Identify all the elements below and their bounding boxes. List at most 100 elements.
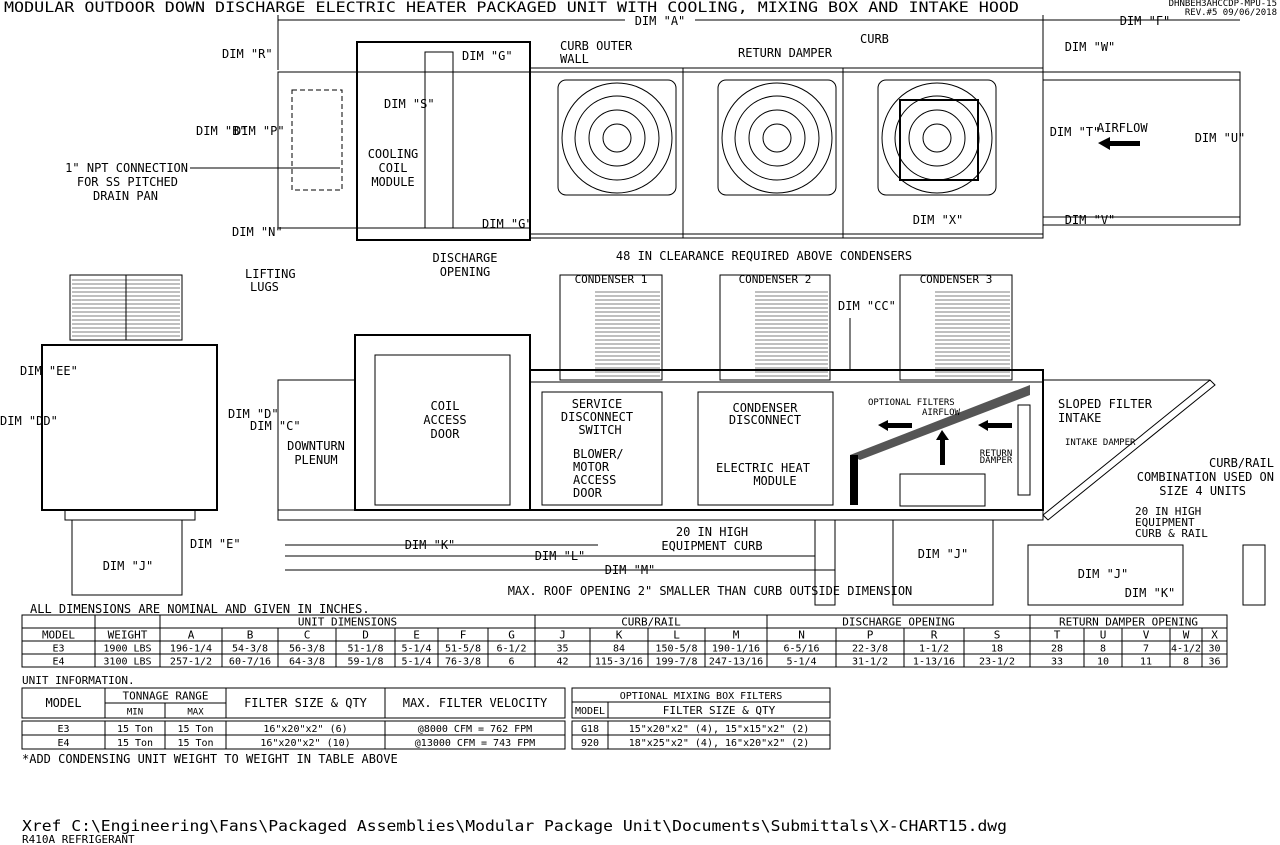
table-column-header: MODEL (45, 696, 81, 710)
table-cell: 199-7/8 (655, 657, 697, 668)
table-column-header: MAX. FILTER VELOCITY (403, 696, 548, 710)
table-cell: 51-5/8 (445, 644, 481, 655)
intake-damper-label: INTAKE DAMPER (1065, 438, 1136, 448)
table-column-header: K (616, 629, 623, 642)
table-cell: 190-1/16 (712, 644, 760, 655)
dim-w-label: DIM "W" (1065, 40, 1116, 54)
unit-info-label: UNIT INFORMATION. (22, 674, 135, 687)
refrigerant-note: R410A REFRIGERANT (22, 833, 135, 845)
table-cell: 1900 LBS (103, 644, 151, 655)
table-title: OPTIONAL MIXING BOX FILTERS (620, 691, 783, 702)
table-group-header: DISCHARGE OPENING (842, 616, 955, 629)
dim-f-label: DIM "F" (1120, 14, 1171, 28)
table-cell: 36 (1208, 657, 1220, 668)
table-group-header: CURB/RAIL (621, 616, 681, 629)
table-column-header: FILTER SIZE & QTY (244, 696, 368, 710)
dim-t-label: DIM "T" (1050, 125, 1101, 139)
table-cell-border (607, 701, 831, 719)
condenser-3-label: CONDENSER 3 (920, 273, 993, 286)
dim-ee-label: DIM "EE" (20, 364, 78, 378)
table-cell: 22-3/8 (852, 644, 888, 655)
table-cell: 30 (1208, 644, 1220, 655)
table-cell: 196-1/4 (170, 644, 212, 655)
dimensions-note: ALL DIMENSIONS ARE NOMINAL AND GIVEN IN … (30, 602, 370, 616)
table-cell: 28 (1051, 644, 1063, 655)
table-cell-border (607, 734, 831, 750)
table-cell: 15 Ton (117, 724, 153, 735)
table-cell-border (94, 614, 161, 629)
dim-j-label: DIM "J" (918, 547, 969, 561)
table-column-header: P (867, 629, 874, 642)
dim-a-label: DIM "A" (635, 14, 686, 28)
table-cell: 10 (1097, 657, 1109, 668)
dim-cc-label: DIM "CC" (838, 299, 896, 313)
table-cell: 247-13/16 (709, 657, 763, 668)
dim-k-label: DIM "K" (405, 538, 456, 552)
table-cell: 31-1/2 (852, 657, 888, 668)
dim-l-label: DIM "L" (535, 549, 586, 563)
table-cell: 59-1/8 (347, 657, 383, 668)
table-column-header: MIN (127, 708, 143, 718)
condenser-2-label: CONDENSER 2 (739, 273, 812, 286)
table-cell: 1-13/16 (913, 657, 955, 668)
table-column-header: U (1100, 629, 1107, 642)
dim-n-label: DIM "N" (232, 225, 283, 239)
table-cell: 8 (1183, 657, 1189, 668)
table-column-header: F (460, 629, 467, 642)
table-cell: 11 (1140, 657, 1152, 668)
table-column-header: WEIGHT (108, 629, 148, 642)
table-cell: E4 (52, 657, 64, 668)
table-cell: 16"x20"x2" (10) (260, 738, 350, 749)
table-cell: 920 (581, 738, 599, 749)
table-cell: 6 (508, 657, 514, 668)
table-cell: 60-7/16 (229, 657, 271, 668)
table-cell-border (21, 614, 96, 629)
table-column-header: M (733, 629, 740, 642)
dim-k-rail-label: DIM "K" (1125, 586, 1176, 600)
dim-j-rail-label: DIM "J" (1078, 567, 1129, 581)
table-column-header: C (304, 629, 311, 642)
table-cell: 5-1/4 (786, 657, 816, 668)
revision: REV.#5 09/06/2018 (1185, 8, 1277, 18)
condenser-1-label: CONDENSER 1 (575, 273, 648, 286)
table-column-header: X (1211, 629, 1218, 642)
table-cell: 15 Ton (177, 724, 213, 735)
table-group-header: UNIT DIMENSIONS (298, 616, 397, 629)
dim-c-label: DIM "C" (250, 419, 301, 433)
table-column-header: A (188, 629, 195, 642)
drawing-title: MODULAR OUTDOOR DOWN DISCHARGE ELECTRIC … (4, 0, 1019, 16)
table-cell: 23-1/2 (979, 657, 1015, 668)
table-column-header: S (994, 629, 1001, 642)
table-cell: 115-3/16 (595, 657, 643, 668)
table-column-header: E (413, 629, 420, 642)
table-cell: 6-5/16 (783, 644, 819, 655)
table-cell: G18 (581, 724, 599, 735)
table-column-header: R (931, 629, 938, 642)
table-cell: 7 (1143, 644, 1149, 655)
table-column-header: V (1143, 629, 1150, 642)
dim-dd-label: DIM "DD" (0, 414, 58, 428)
table-cell: 6-1/2 (496, 644, 526, 655)
condenser-fans-plan (557, 79, 997, 196)
dim-r-label: DIM "R" (222, 47, 273, 61)
airflow-label: AIRFLOW (1097, 121, 1148, 135)
table-cell: 56-3/8 (289, 644, 325, 655)
table-column-header: MAX (187, 708, 204, 718)
table-column-header: W (1183, 629, 1190, 642)
table-cell: 64-3/8 (289, 657, 325, 668)
table-cell: 84 (613, 644, 625, 655)
xref-path: Xref C:\Engineering\Fans\Packaged Assemb… (22, 817, 1007, 835)
table-cell: 15 Ton (117, 738, 153, 749)
